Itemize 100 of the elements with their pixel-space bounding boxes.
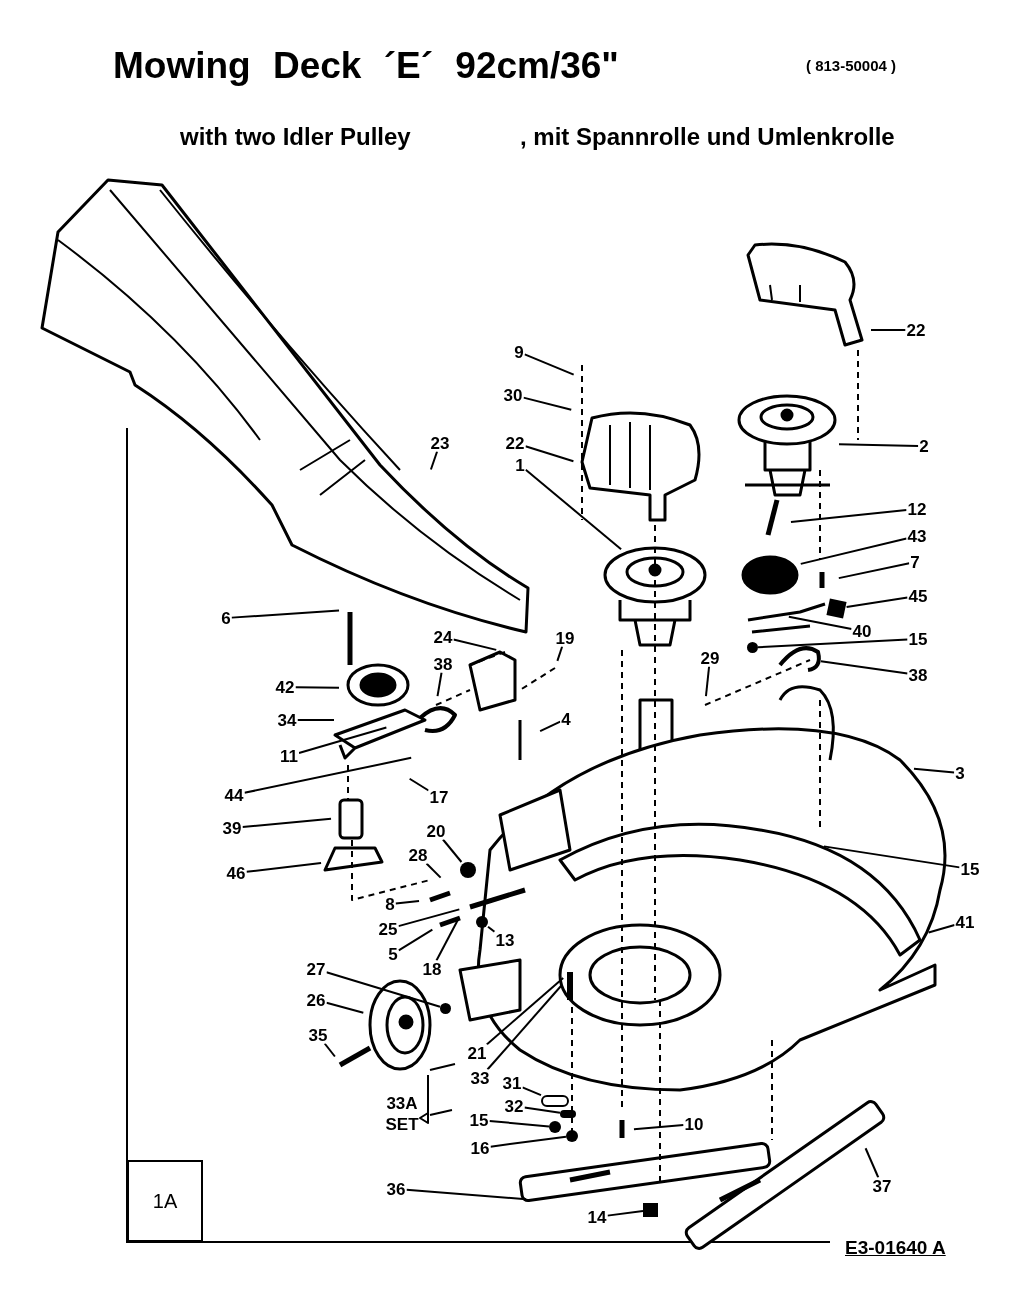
- callout-number: 3: [954, 764, 966, 782]
- leader-line: [230, 609, 340, 619]
- washer-part: [460, 862, 476, 878]
- callout-number: 8: [384, 895, 396, 913]
- leader-line: [452, 638, 498, 651]
- leader-line: [789, 509, 908, 524]
- callout-number: 28: [407, 846, 429, 864]
- callout-number: 33: [469, 1069, 491, 1087]
- callout-number: 22: [504, 434, 526, 452]
- callout-number: 31: [501, 1074, 523, 1092]
- leader-line: [489, 1135, 567, 1148]
- callout-number: 29: [699, 649, 721, 667]
- leader-line: [408, 777, 430, 792]
- leader-line: [488, 1119, 550, 1128]
- leader-line: [523, 353, 575, 376]
- callout-number: 10: [683, 1115, 705, 1133]
- leader-line: [245, 862, 323, 873]
- callout-number: 19: [554, 629, 576, 647]
- leader-line: [912, 767, 956, 774]
- leader-line: [241, 817, 333, 829]
- leader-line: [296, 719, 335, 721]
- callout-number: 37: [871, 1177, 893, 1195]
- bracket-part: [826, 598, 847, 619]
- leader-line: [704, 665, 711, 698]
- callout-number: 5: [387, 945, 399, 963]
- leader-line: [523, 1106, 561, 1114]
- callout-number: 6: [220, 609, 232, 627]
- leader-line: [819, 660, 909, 675]
- leader-line: [435, 918, 459, 962]
- callout-number: 35: [307, 1026, 329, 1044]
- callout-number: 15: [468, 1111, 490, 1129]
- leader-line: [838, 443, 920, 447]
- leader-line: [298, 726, 388, 755]
- leader-line: [397, 928, 434, 952]
- nut-part: [440, 1003, 451, 1014]
- leader-line: [864, 1147, 880, 1179]
- callout-number: 27: [305, 960, 327, 978]
- callout-number: 12: [906, 500, 928, 518]
- nut-part: [643, 1203, 658, 1217]
- leader-line: [325, 1001, 365, 1014]
- callout-number: 18: [421, 960, 443, 978]
- leader-line: [405, 1188, 528, 1201]
- callout-number: 2: [918, 437, 930, 455]
- leader-line: [521, 1086, 542, 1097]
- leader-line: [294, 686, 340, 689]
- nut-part: [747, 642, 758, 653]
- callout-number: 21: [466, 1044, 488, 1062]
- leader-line: [632, 1123, 685, 1131]
- callout-number: 30: [502, 386, 524, 404]
- callout-number: 9: [513, 343, 525, 361]
- leader-line: [606, 1210, 644, 1217]
- leader-line: [524, 468, 623, 551]
- leader-line: [485, 976, 565, 1046]
- drawing-number: E3-01640 A: [845, 1236, 946, 1260]
- leader-line: [397, 908, 461, 928]
- diagram-title: Mowing Deck ´E´ 92cm/36": [113, 44, 619, 88]
- nut-part: [549, 1121, 561, 1133]
- leader-line: [425, 862, 442, 879]
- leader-line: [436, 671, 443, 698]
- callout-number: 16: [469, 1139, 491, 1157]
- callout-number: 15: [907, 630, 929, 648]
- callout-number: 20: [425, 822, 447, 840]
- leader-line: [927, 924, 956, 934]
- subtitle: , mit Spannrolle und Umlenkrolle: [520, 122, 895, 152]
- leader-line: [539, 720, 562, 733]
- callout-number: 32: [503, 1097, 525, 1115]
- callout-number: 45: [907, 587, 929, 605]
- callout-number: 39: [221, 819, 243, 837]
- callout-number: 38: [907, 666, 929, 684]
- callout-number: 38: [432, 655, 454, 673]
- leader-line: [787, 615, 853, 630]
- callout-number: 24: [432, 628, 454, 646]
- callout-number: 40: [851, 622, 873, 640]
- callout-number: 26: [305, 991, 327, 1009]
- leader-line: [522, 396, 573, 411]
- leader-line: [799, 537, 908, 565]
- callout-number: 11: [279, 747, 299, 765]
- callout-number: 25: [377, 920, 399, 938]
- callout-number: 14: [586, 1208, 608, 1226]
- callout-number: 7: [909, 553, 921, 571]
- callout-number: 46: [225, 864, 247, 882]
- leader-line: [325, 971, 441, 1008]
- callout-number: 22: [905, 321, 927, 339]
- leader-line: [822, 845, 961, 869]
- callout-number: 36: [385, 1180, 407, 1198]
- leader-line: [757, 638, 909, 649]
- nut-part: [476, 916, 488, 928]
- leader-line: [243, 756, 413, 794]
- leader-line: [870, 329, 907, 331]
- nut-part: [566, 1130, 578, 1142]
- callout-number: 41: [954, 913, 976, 931]
- callout-number: 43: [906, 527, 928, 545]
- callout-number: 1: [514, 456, 526, 474]
- leader-line: [486, 983, 564, 1071]
- washer-part: [541, 1095, 569, 1107]
- callout-number: 23: [429, 434, 451, 452]
- callout-number: 44: [223, 786, 245, 804]
- leader-line: [837, 562, 911, 580]
- leader-line: [323, 1042, 336, 1058]
- leader-line: [441, 838, 463, 863]
